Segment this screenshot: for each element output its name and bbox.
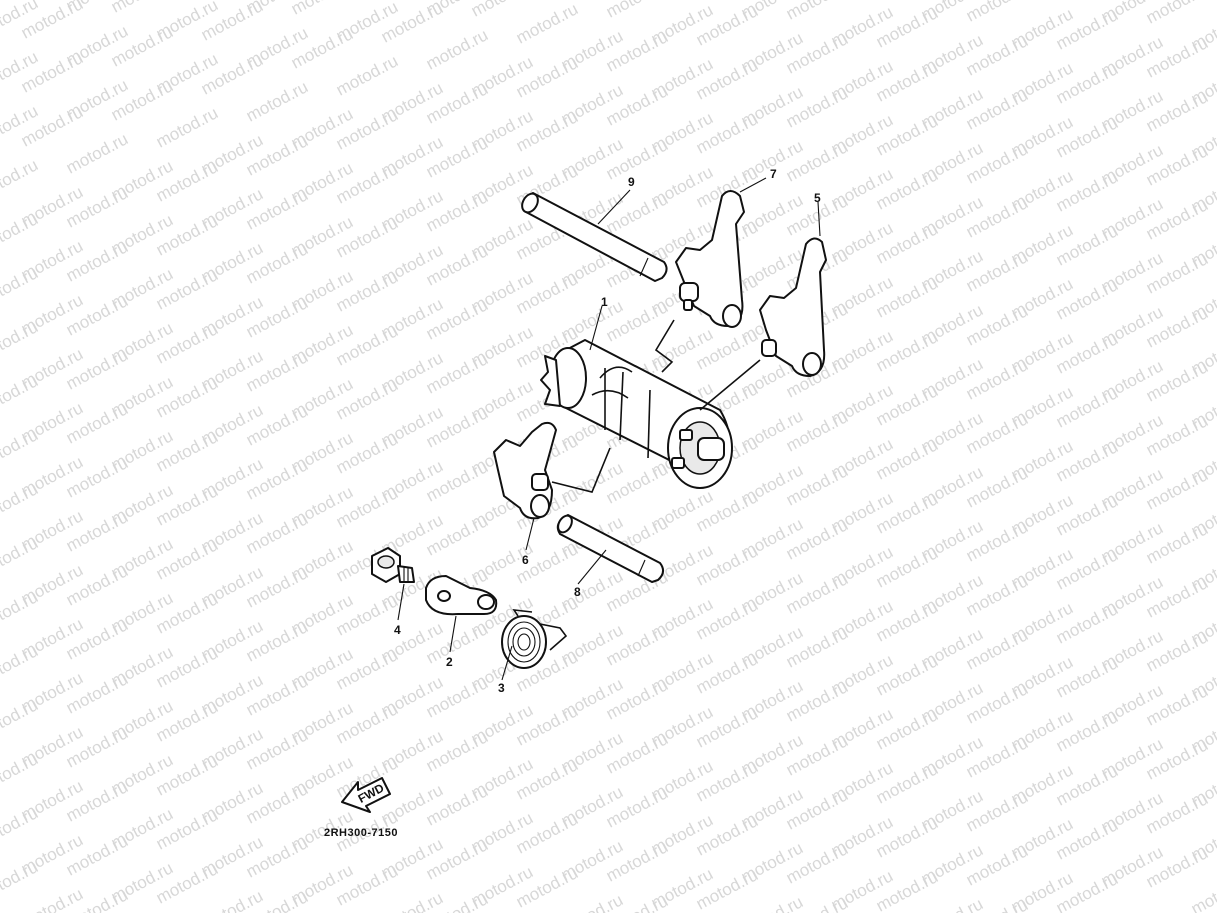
watermark-text: motod.ru (963, 0, 1031, 26)
watermark-text: motod.ru (198, 886, 266, 913)
callout-part-2: 2 (446, 655, 453, 669)
watermark-text: motod.ru (288, 0, 356, 19)
watermark-text: motod.ru (423, 25, 491, 73)
watermark-text: motod.ru (558, 890, 626, 913)
watermark-text: motod.ru (108, 0, 176, 17)
watermark-text: motod.ru (0, 533, 41, 581)
callout-part-4: 4 (394, 623, 401, 637)
watermark-text: motod.ru (153, 103, 221, 151)
callout-part-1: 1 (601, 295, 608, 309)
bolt (371, 547, 415, 583)
shift-fork-upper (675, 190, 745, 328)
shift-cam (540, 339, 733, 489)
watermark-text: motod.ru (0, 155, 41, 203)
watermark-text: motod.ru (0, 695, 41, 743)
watermark-text: motod.ru (0, 263, 41, 311)
stopper-lever (425, 575, 498, 616)
watermark-text: motod.ru (0, 479, 41, 527)
watermark-text: motod.ru (1143, 0, 1211, 28)
watermark-text: motod.ru (918, 894, 986, 913)
watermark-text: motod.ru (63, 129, 131, 177)
torsion-spring (501, 609, 568, 669)
watermark-text: motod.ru (18, 884, 86, 913)
leader-lines (397, 177, 821, 681)
callout-labels: 9 7 5 1 6 8 4 2 3 (394, 167, 821, 695)
watermark-text: motod.ru (738, 892, 806, 913)
watermark-text: motod.ru (0, 803, 41, 851)
watermark-text: motod.ru (0, 587, 41, 635)
watermark-text: motod.ru (0, 641, 41, 689)
watermark-text: motod.ru (603, 0, 671, 22)
watermark-text: motod.ru (378, 888, 446, 913)
callout-part-6: 6 (522, 553, 529, 567)
watermark-text: motod.ru (513, 0, 581, 48)
callout-part-9: 9 (628, 175, 635, 189)
assembly-lines (551, 319, 761, 493)
watermark-text: motod.ru (243, 77, 311, 125)
watermark-text: motod.ru (0, 749, 41, 797)
watermark-text: motod.ru (333, 51, 401, 99)
callout-part-8: 8 (574, 585, 581, 599)
callout-part-5: 5 (814, 191, 821, 205)
watermark-text: motod.ru (0, 857, 41, 905)
watermark-text: motod.ru (468, 0, 536, 21)
watermark-text: motod.ru (0, 371, 41, 419)
shift-fork-right (759, 237, 827, 377)
guide-bar-lower (556, 514, 664, 583)
callout-part-7: 7 (770, 167, 777, 181)
watermark-text: motod.ru (0, 317, 41, 365)
callout-part-3: 3 (498, 681, 505, 695)
shift-fork-lower (493, 421, 557, 520)
guide-bar-upper (521, 192, 668, 282)
drawing-code: 2RH300-7150 (324, 827, 398, 839)
watermark-text: motod.ru (0, 209, 41, 257)
watermark-text: motod.ru (0, 425, 41, 473)
watermark-text: motod.ru (783, 0, 851, 24)
watermark-text: motod.ru (1188, 870, 1217, 913)
